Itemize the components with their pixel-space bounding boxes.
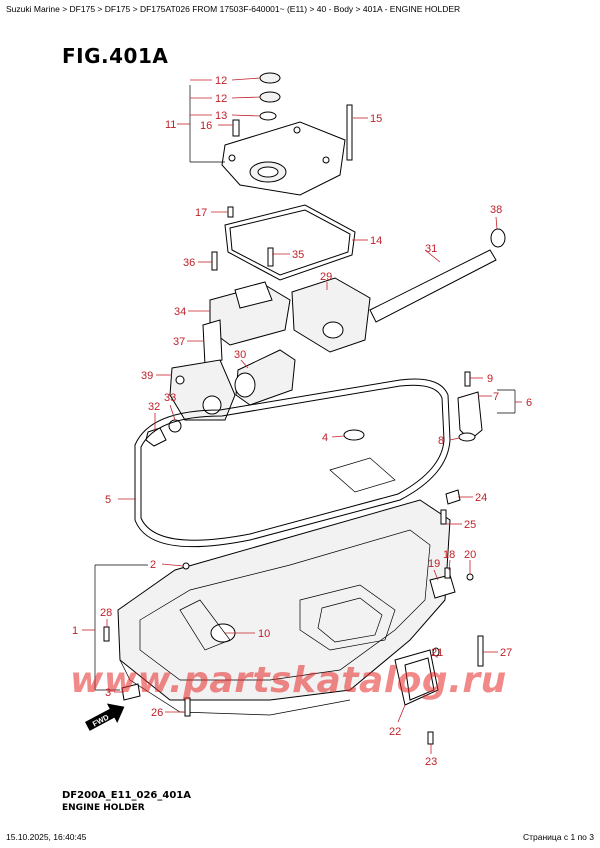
callout-25: 25 [464,519,476,531]
shaft-31 [369,249,497,323]
bolt-16 [232,119,240,137]
oil-pan-group [94,499,451,717]
bolt-25 [440,509,447,525]
callout-39: 39 [141,370,153,382]
callout-29: 29 [320,271,332,283]
callout-36: 36 [183,257,195,269]
bolt-23 [427,731,434,745]
callout-9: 9 [487,373,493,385]
pin-17 [227,206,234,218]
callout-22: 22 [389,726,401,738]
callout-5: 5 [105,494,111,506]
callout-7: 7 [493,391,499,403]
callout-19: 19 [428,558,440,570]
rubber-mount-29 [291,277,371,353]
page-counter: Страница с 1 по 3 [522,832,594,842]
thermostat-group [457,371,516,442]
o-ring-13 [259,111,277,121]
callout-21: 21 [431,647,443,659]
fwd-arrow: FWD [85,703,125,731]
callout-31: 31 [425,243,437,255]
callout-10: 10 [258,628,270,640]
seal-ring-12b [259,91,281,103]
callout-1: 1 [72,625,78,637]
callout-13: 13 [215,110,227,122]
washer-38 [490,228,506,248]
diagram-caption: ENGINE HOLDER [62,803,145,813]
callout-3: 3 [105,687,111,699]
callout-28: 28 [100,607,112,619]
callout-15: 15 [370,113,382,125]
seal-ring-12a [259,72,281,84]
bolt-9 [464,371,471,387]
plug-2 [182,562,190,570]
callout-20: 20 [464,549,476,561]
callout-27: 27 [500,647,512,659]
cap-4 [343,429,365,441]
bolt-35 [267,247,274,267]
gasket-19 [429,574,456,599]
bolt-36 [211,251,218,271]
callout-38: 38 [490,204,502,216]
callout-4: 4 [322,432,328,444]
callouts: 12 12 13 11 16 15 17 14 35 36 29 31 38 3… [72,75,532,768]
callout-24: 24 [475,492,487,504]
breadcrumb[interactable]: Suzuki Marine > DF175 > DF175 > DF175AT0… [6,4,461,14]
callout-37: 37 [173,336,185,348]
callout-23: 23 [425,756,437,768]
gasket-14 [224,204,356,281]
callout-32: 32 [148,401,160,413]
upper-holder-group [189,72,356,281]
mount-group [145,228,506,447]
callout-17: 17 [195,207,207,219]
callout-16: 16 [200,120,212,132]
callout-12b: 12 [215,93,227,105]
callout-26: 26 [151,707,163,719]
bolt-27 [477,635,484,667]
o-ring-21 [432,647,440,657]
print-timestamp: 15.10.2025, 16:40:45 [6,832,87,842]
callout-34: 34 [174,306,186,318]
leader-lines [82,77,522,754]
dowel-3 [121,683,141,701]
callout-11: 11 [165,119,176,131]
long-bolt-15 [346,104,353,161]
callout-33: 33 [164,392,176,404]
callout-2: 2 [150,559,156,571]
plate-37 [202,319,223,366]
o-ring-8 [458,432,476,442]
bolt-26 [184,697,191,717]
lower-right-group [394,489,484,745]
bolt-28 [103,626,110,642]
callout-18: 18 [443,549,455,561]
oil-pan-gasket-5 [134,378,451,548]
bolt-18 [444,567,451,579]
housing-7 [457,391,483,441]
washer-20 [466,573,474,581]
fitting-24 [445,489,461,505]
callout-8: 8 [438,435,444,447]
callout-35: 35 [292,249,304,261]
callout-14: 14 [370,235,382,247]
callout-30: 30 [234,349,246,361]
diagram-code: DF200A_E11_026_401A [62,790,191,801]
callout-6: 6 [526,397,532,409]
callout-12a: 12 [215,75,227,87]
figure-title: FIG.401A [62,44,169,68]
